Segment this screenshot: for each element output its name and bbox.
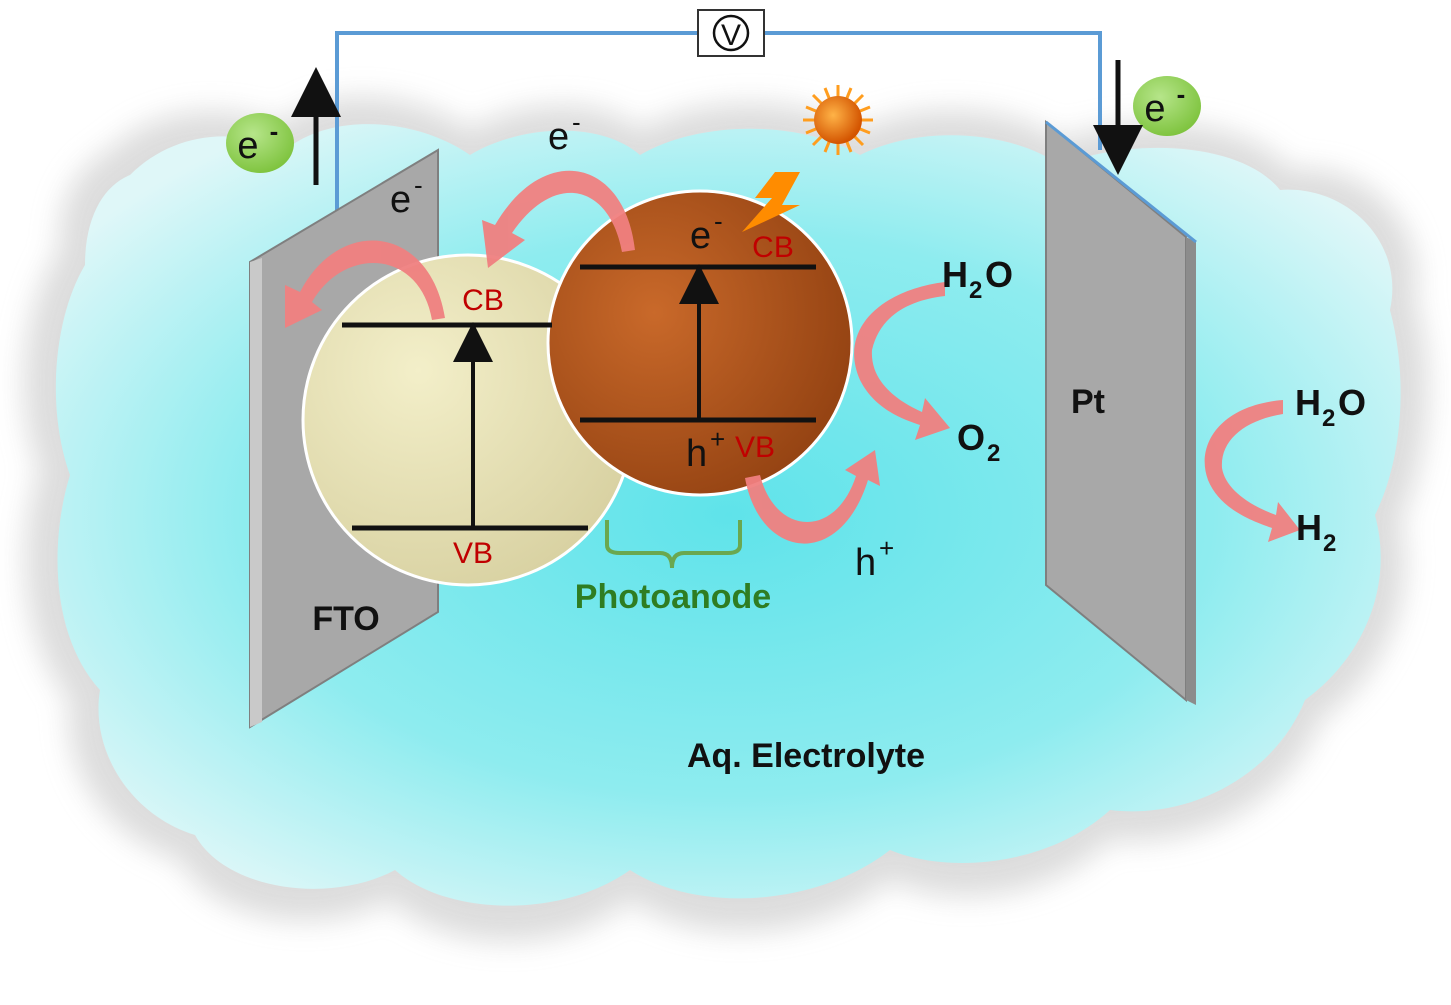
- pt-label: Pt: [1071, 383, 1105, 421]
- svg-text:+: +: [710, 424, 725, 454]
- svg-text:e: e: [690, 215, 711, 257]
- charge-transfer-arrows: [285, 170, 1300, 544]
- svg-text:2: 2: [987, 440, 1000, 467]
- fto-label: FTO: [312, 600, 379, 638]
- svg-text:-: -: [1177, 79, 1186, 109]
- svg-text:H: H: [1296, 507, 1322, 548]
- cb-label-right: CB: [752, 231, 794, 264]
- svg-text:+: +: [879, 533, 894, 563]
- water-label-anode: H 2 O: [942, 254, 1013, 304]
- svg-text:O: O: [957, 417, 985, 458]
- svg-text:H: H: [1295, 382, 1321, 423]
- hole-label-vb: h +: [686, 424, 725, 475]
- vb-label-right: VB: [735, 431, 775, 464]
- external-circuit-wire: [335, 31, 1102, 215]
- svg-text:e: e: [1144, 88, 1165, 130]
- pt-electrode: [1045, 119, 1197, 705]
- svg-text:-: -: [572, 107, 581, 137]
- oxygen-label: O 2: [957, 417, 1000, 467]
- photoanode-label: Photoanode: [575, 578, 771, 616]
- svg-text:2: 2: [1323, 530, 1336, 557]
- svg-text:O: O: [1338, 382, 1366, 423]
- vb-label-left: VB: [453, 537, 493, 570]
- svg-text:e: e: [237, 125, 258, 167]
- lightning-icon: [742, 172, 800, 232]
- electron-badge-right: e -: [1133, 76, 1201, 136]
- photoanode-brace: [605, 520, 742, 569]
- voltmeter-label: V: [721, 19, 741, 52]
- svg-text:h: h: [686, 433, 707, 475]
- svg-text:O: O: [985, 254, 1013, 295]
- svg-text:h: h: [855, 542, 876, 584]
- hole-label-electrolyte: h +: [855, 533, 894, 584]
- svg-text:2: 2: [969, 277, 982, 304]
- electron-label-cb-right: e -: [690, 206, 723, 257]
- electron-badge-left: e -: [226, 113, 294, 173]
- svg-text:-: -: [270, 116, 279, 146]
- svg-text:e: e: [548, 116, 569, 158]
- electron-label-fto: e -: [390, 170, 423, 221]
- electron-label-top: e -: [548, 107, 581, 158]
- svg-text:-: -: [414, 170, 423, 200]
- electrolyte-label: Aq. Electrolyte: [687, 737, 925, 775]
- cb-label-left: CB: [462, 284, 504, 317]
- hydrogen-label: H 2: [1296, 507, 1336, 557]
- svg-text:-: -: [714, 206, 723, 236]
- svg-text:e: e: [390, 179, 411, 221]
- svg-text:2: 2: [1322, 405, 1335, 432]
- water-label-cathode: H 2 O: [1295, 382, 1366, 432]
- voltmeter: V: [697, 9, 765, 57]
- svg-text:H: H: [942, 254, 968, 295]
- sun-icon: [803, 85, 873, 155]
